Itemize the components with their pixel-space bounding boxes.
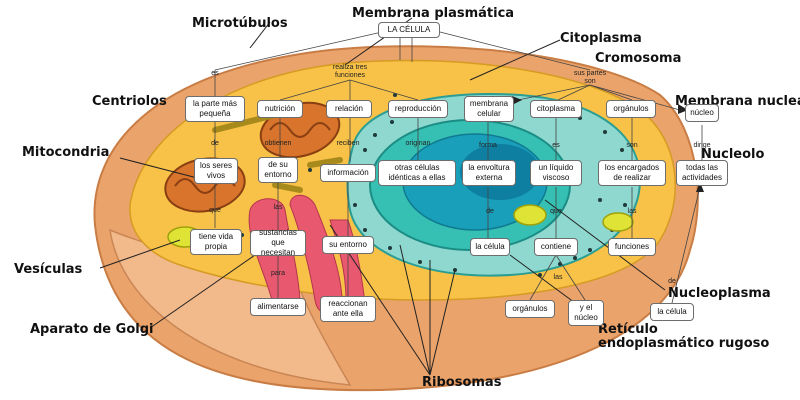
node-vida-propia: tiene vida propia	[190, 229, 242, 255]
link-para: para	[270, 270, 285, 277]
label-vesiculas: Vesículas	[14, 262, 83, 277]
link-las-1: las	[273, 204, 283, 211]
node-la-celula-2: la célula	[650, 303, 694, 321]
label-microtubulos: Microtúbulos	[192, 16, 288, 31]
node-seres-vivos: los seres vivos	[194, 158, 238, 184]
node-y-el-nucleo: y el núcleo	[568, 300, 604, 326]
link-dirige: dirige	[693, 142, 711, 149]
link-es-2: es	[552, 142, 560, 149]
node-de-su-entorno: de su entorno	[258, 157, 298, 183]
label-cromosoma: Cromosoma	[595, 51, 682, 66]
node-la-celula-root: LA CÉLULA	[378, 22, 440, 38]
node-la-celula-1: la célula	[470, 238, 510, 256]
node-informacion: información	[320, 164, 376, 182]
node-contiene: contiene	[534, 238, 578, 256]
node-su-entorno: su entorno	[322, 236, 374, 254]
link-realiza: realiza tres funciones	[332, 64, 368, 79]
link-reciben: reciben	[336, 140, 360, 147]
node-liquido-viscoso: un líquido viscoso	[530, 160, 582, 186]
label-reticulo-rugoso: endoplasmático rugoso	[598, 336, 770, 351]
label-ribosomas: Ribosomas	[422, 375, 502, 390]
node-funciones: funciones	[608, 238, 656, 256]
link-las-2: las	[627, 208, 637, 215]
label-membrana-plasmatica: Membrana plasmática	[352, 6, 515, 21]
node-alimentarse: alimentarse	[250, 298, 306, 316]
label-citoplasma: Citoplasma	[560, 31, 642, 46]
link-que-2: que	[550, 208, 562, 215]
link-forma: forma	[479, 142, 497, 149]
link-obtienen: obtienen	[264, 140, 292, 147]
link-de-3: de	[668, 278, 676, 285]
arrow-head	[512, 96, 522, 104]
node-relacion: relación	[326, 100, 372, 118]
link-que-1: que	[209, 207, 221, 214]
node-nutricion: nutrición	[257, 100, 303, 118]
node-encargados: los encargados de realizar	[598, 160, 666, 186]
node-organulos-top: orgánulos	[606, 100, 656, 118]
link-son: son	[626, 142, 638, 149]
node-sustancias: sustancias que necesitan	[250, 228, 306, 257]
arrow-head	[678, 104, 688, 114]
node-citoplasma: citoplasma	[530, 100, 582, 118]
node-todas-actividades: todas las actividades	[676, 160, 728, 186]
link-originan: originan	[405, 140, 431, 147]
label-reticulo: Retículo	[598, 322, 658, 337]
link-de-1: de	[211, 140, 219, 147]
label-aparato-golgi: Aparato de Golgi	[30, 322, 154, 337]
concept-map-lines	[214, 31, 703, 304]
node-otras-celulas: otras células idénticas a ellas	[378, 160, 456, 186]
link-es-1: es	[211, 70, 219, 77]
node-parte-pequena: la parte más pequeña	[185, 96, 245, 122]
node-organulos-bot: orgánulos	[505, 300, 555, 318]
node-reaccionan: reaccionan ante ella	[320, 296, 376, 322]
node-membrana-celular: membrana celular	[464, 96, 514, 122]
link-sus-partes: sus partes son	[573, 70, 607, 85]
link-las-3: las	[553, 274, 563, 281]
link-de-2: de	[486, 208, 494, 215]
node-reproduccion: reproducción	[388, 100, 448, 118]
label-nucleolo: Nucleolo	[701, 147, 765, 162]
label-nucleoplasma: Nucleoplasma	[668, 286, 771, 301]
node-envoltura-externa: la envoltura externa	[462, 160, 516, 186]
label-mitocondria: Mitocondria	[22, 145, 110, 160]
node-nucleo: núcleo	[685, 104, 719, 122]
arrow-head	[696, 182, 704, 192]
label-centriolos: Centriolos	[92, 94, 167, 109]
